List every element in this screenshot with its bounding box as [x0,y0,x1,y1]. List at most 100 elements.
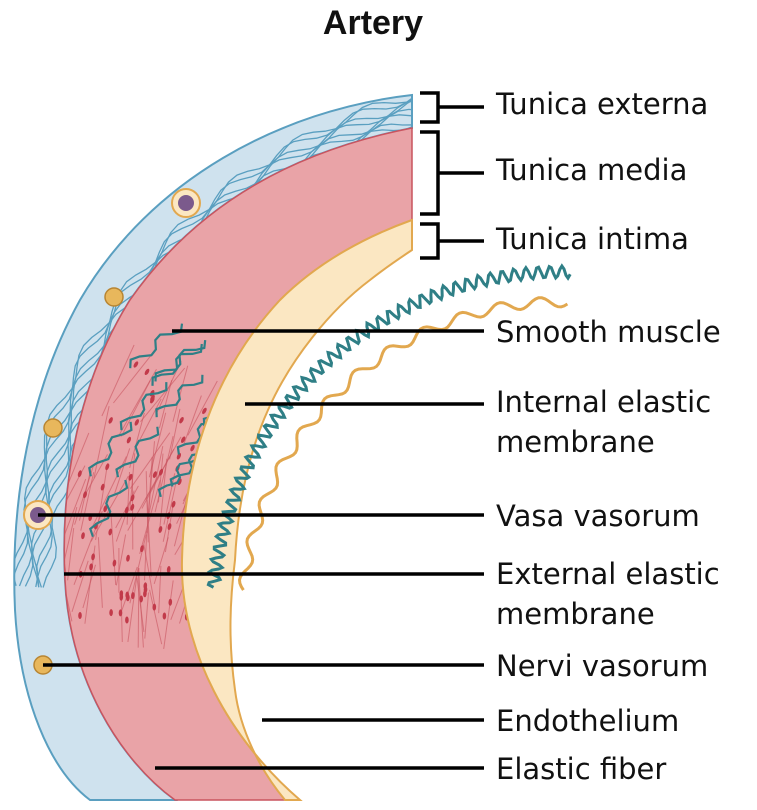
muscle-strand [127,575,138,642]
nervi-vasorum-cell [104,287,124,307]
muscle-nucleus [128,473,133,481]
muscle-strand [187,380,218,436]
muscle-strand [127,469,163,531]
muscle-nucleus [81,532,85,540]
label-vasa-vasorum: Vasa vasorum [496,499,700,533]
muscle-strand [158,379,173,429]
muscle-nucleus [83,491,87,499]
muscle-strand [64,575,73,622]
externa-fiber [24,95,413,587]
muscle-nucleus [108,528,113,536]
elastic-fiber [119,382,168,431]
muscle-strand [153,537,169,585]
muscle-nucleus [158,468,164,476]
label-tunica-media: Tunica media [495,153,687,187]
muscle-nucleus [112,559,117,567]
muscle-nucleus [180,436,186,443]
muscle-strand [144,592,149,639]
elastic-fiber [154,339,207,382]
label-elastic-fiber: Elastic fiber [496,752,666,786]
vasa-vasorum-cell [171,188,201,218]
muscle-nucleus [143,586,148,594]
muscle-strand [114,448,131,494]
internal-elastic-membrane [206,263,572,589]
muscle-nucleus [158,526,163,533]
muscle-strand [101,344,135,417]
label-external-elastic-line2: membrane [496,597,655,631]
muscle-strand [129,432,171,489]
muscle-nucleus [190,444,195,452]
muscle-strand [120,380,151,437]
muscle-nucleus [119,593,124,601]
muscle-nucleus [152,471,157,478]
label-tunica-intima: Tunica intima [495,222,689,256]
muscle-nucleus [124,506,129,514]
muscle-nucleus [109,609,113,617]
label-nervi-vasorum: Nervi vasorum [496,649,708,683]
muscle-strand [144,530,148,581]
muscle-nucleus [202,407,207,415]
muscle-nucleus [133,361,139,368]
elastic-fiber [88,421,133,477]
muscle-strand [139,479,161,555]
muscle-nucleus [131,592,135,600]
muscle-nucleus [108,417,113,424]
muscle-nucleus [134,419,140,426]
muscle-strand [115,534,127,586]
muscle-nucleus [140,545,144,553]
muscle-strand [118,368,157,437]
muscle-nucleus [139,595,144,603]
muscle-strand [148,412,167,478]
muscle-nucleus [118,609,123,617]
muscle-nucleus [162,612,167,620]
muscle-strand [162,480,177,542]
muscle-nucleus [168,598,173,606]
muscle-nucleus [144,368,150,376]
muscle-strand [149,589,163,645]
elastic-fiber [151,343,203,386]
elastic-fiber [155,374,204,418]
label-tunica-externa: Tunica externa [495,87,708,121]
externa-fiber [14,95,413,586]
muscle-nucleus [171,500,176,508]
muscle-nucleus [105,463,110,471]
bracket-tunica-intima [420,222,484,260]
muscle-nucleus [126,554,130,562]
muscle-nucleus [126,594,130,602]
muscle-strand [137,568,144,648]
label-endothelium: Endothelium [496,704,679,738]
muscle-strand [172,365,189,422]
label-smooth-muscle: Smooth muscle [496,315,721,349]
muscle-strand [169,408,181,460]
bracket-tunica-externa [420,91,484,124]
muscle-strand [129,412,145,469]
muscle-nucleus [152,603,157,611]
muscle-strand [95,463,109,540]
muscle-nucleus [89,563,93,571]
muscle-nucleus [130,503,135,511]
muscle-strand [80,472,95,531]
muscle-strand [82,564,96,609]
muscle-strand [113,350,156,404]
muscle-strand [159,458,168,531]
muscle-nucleus [126,436,132,444]
elastic-fiber [129,323,184,369]
muscle-strand [154,435,174,513]
muscle-strand [64,516,67,574]
endothelium-edge [237,296,569,591]
label-external-elastic-line1: External elastic [496,557,720,591]
muscle-nucleus [77,470,82,478]
muscle-strand [93,405,110,479]
muscle-strand [140,367,186,423]
muscle-nucleus [167,523,172,531]
muscle-nucleus [166,566,171,573]
muscle-nucleus [130,494,135,502]
muscle-strand [145,471,149,543]
elastic-fiber [89,479,129,538]
muscle-nucleus [91,553,95,561]
muscle-strand [183,395,202,446]
label-internal-elastic-line2: membrane [496,425,655,459]
muscle-nucleus [150,396,155,404]
label-internal-elastic-line1: Internal elastic [496,385,711,419]
